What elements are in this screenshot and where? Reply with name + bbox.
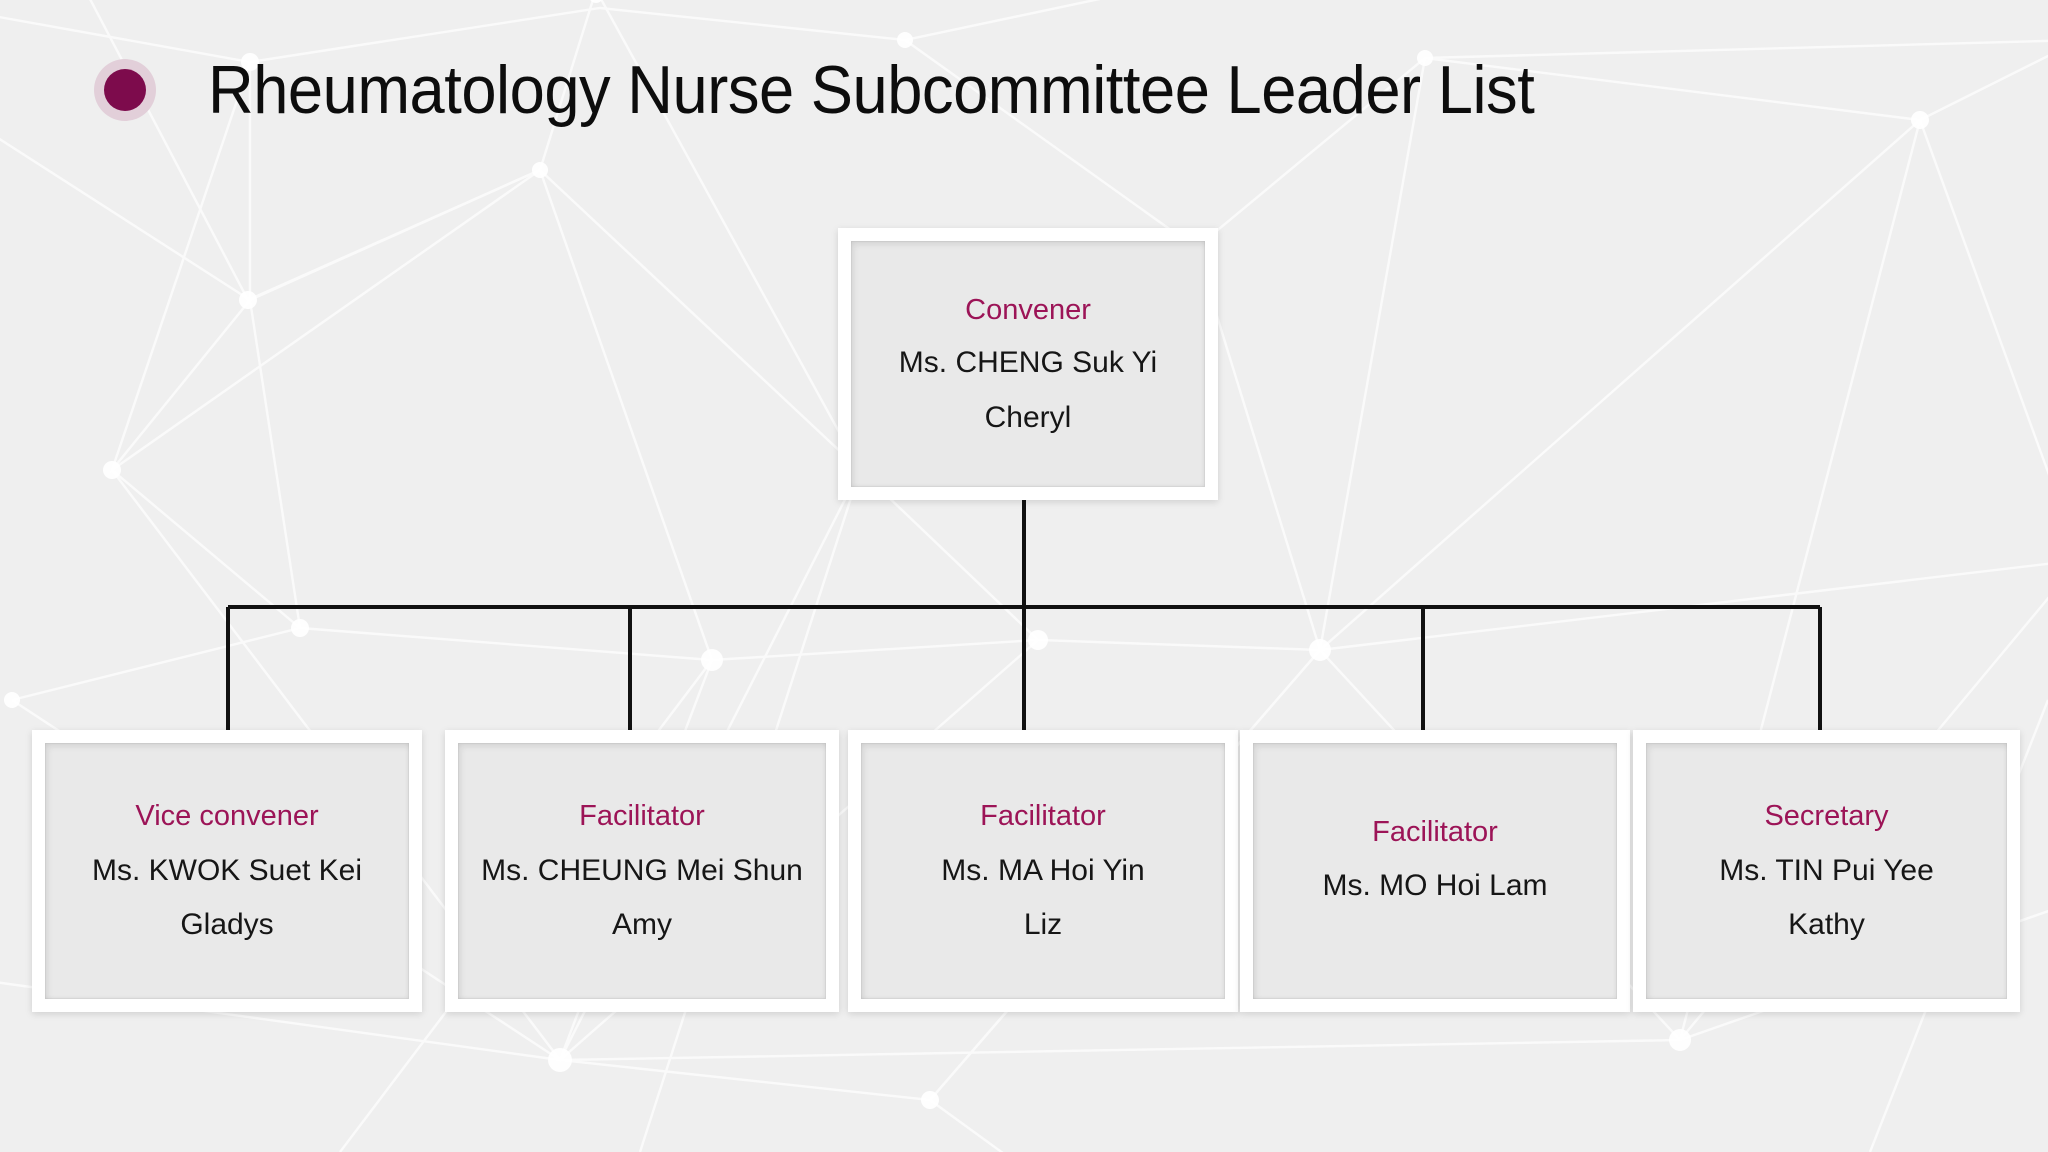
org-node-inner: Facilitator Ms. CHEUNG Mei Shun Amy [458, 743, 826, 999]
org-node-secretary[interactable]: Secretary Ms. TIN Pui Yee Kathy [1633, 730, 2020, 1012]
org-node-nickname: Amy [612, 908, 672, 942]
org-node-vice-convener[interactable]: Vice convener Ms. KWOK Suet Kei Gladys [32, 730, 422, 1012]
org-node-inner: Secretary Ms. TIN Pui Yee Kathy [1646, 743, 2007, 999]
org-node-inner: Facilitator Ms. MA Hoi Yin Liz [861, 743, 1225, 999]
org-node-role: Facilitator [1372, 816, 1498, 849]
org-node-role: Convener [965, 293, 1091, 326]
org-node-role: Facilitator [980, 800, 1106, 833]
org-node-name: Ms. MA Hoi Yin [941, 853, 1145, 887]
org-node-facilitator-1[interactable]: Facilitator Ms. CHEUNG Mei Shun Amy [445, 730, 839, 1012]
org-node-nickname: Gladys [180, 908, 274, 942]
org-node-inner: Convener Ms. CHENG Suk Yi Cheryl [851, 241, 1205, 487]
page-title: Rheumatology Nurse Subcommittee Leader L… [208, 52, 1535, 128]
org-node-inner: Facilitator Ms. MO Hoi Lam [1253, 743, 1617, 999]
org-node-nickname: Liz [1023, 908, 1063, 942]
org-node-role: Facilitator [579, 800, 705, 833]
brand-circle-core [104, 69, 146, 111]
org-node-role: Secretary [1764, 800, 1889, 833]
org-node-name: Ms. CHENG Suk Yi [898, 346, 1158, 380]
org-node-name: Ms. KWOK Suet Kei [91, 853, 363, 887]
org-node-role: Vice convener [135, 800, 319, 833]
org-node-name: Ms. MO Hoi Lam [1322, 869, 1548, 903]
org-node-inner: Vice convener Ms. KWOK Suet Kei Gladys [45, 743, 409, 999]
org-node-convener[interactable]: Convener Ms. CHENG Suk Yi Cheryl [838, 228, 1218, 500]
brand-circle-icon [94, 59, 156, 121]
org-node-nickname: Cheryl [984, 400, 1072, 434]
org-node-name: Ms. TIN Pui Yee [1719, 853, 1934, 887]
org-node-name: Ms. CHEUNG Mei Shun [481, 853, 803, 887]
org-node-facilitator-2[interactable]: Facilitator Ms. MA Hoi Yin Liz [848, 730, 1238, 1012]
org-node-nickname: Kathy [1788, 908, 1865, 942]
page-header: Rheumatology Nurse Subcommittee Leader L… [94, 56, 1634, 124]
org-node-facilitator-3[interactable]: Facilitator Ms. MO Hoi Lam [1240, 730, 1630, 1012]
